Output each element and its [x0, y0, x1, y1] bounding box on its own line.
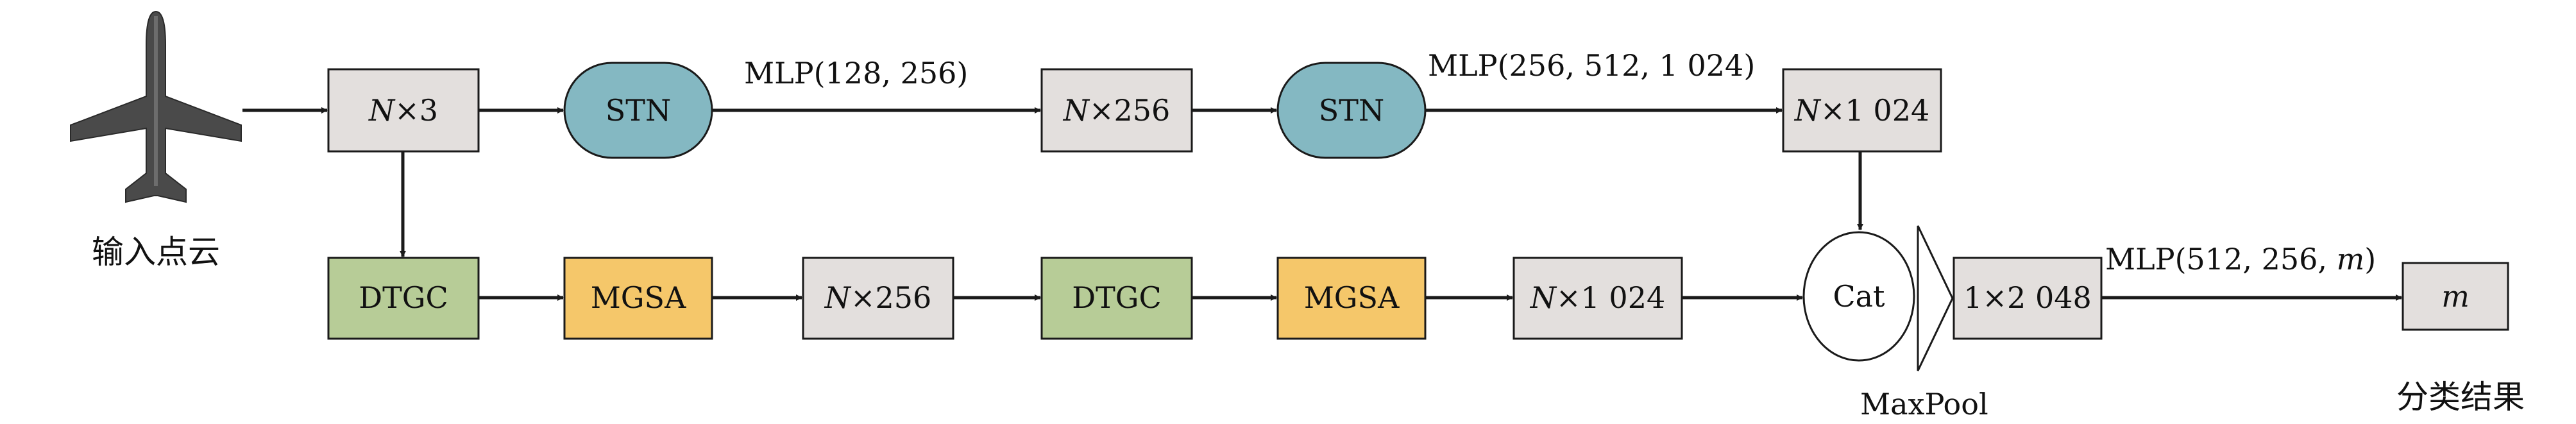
stn-module-2: STN [1276, 62, 1427, 159]
svg-text:Cat: Cat [1833, 279, 1885, 314]
svg-text:N×1 024: N×1 024 [1530, 280, 1665, 315]
svg-text:N×3: N×3 [368, 93, 438, 128]
box-n1024-top: N×1 024 [1782, 68, 1942, 153]
mlp-label-3: MLP(512, 256, m) [2105, 242, 2376, 276]
mgsa-module-2: MGSA [1276, 257, 1427, 340]
maxpool-label: MaxPool [1860, 387, 1988, 421]
box-feature-vector: 1×2 048 [1953, 257, 2103, 340]
stn-module-1: STN [563, 62, 713, 159]
mgsa-module-1: MGSA [563, 257, 713, 340]
svg-text:MGSA: MGSA [1304, 280, 1400, 315]
box-output: m [2402, 262, 2509, 331]
svg-text:m: m [2441, 279, 2470, 314]
svg-text:N×256: N×256 [824, 280, 932, 315]
svg-text:DTGC: DTGC [1072, 280, 1162, 315]
connectors [242, 107, 2402, 301]
svg-text:STN: STN [606, 93, 671, 128]
dtgc-module-1: DTGC [327, 257, 480, 340]
input-caption: 输入点云 [92, 233, 220, 271]
svg-text:N×1 024: N×1 024 [1794, 93, 1929, 128]
output-caption: 分类结果 [2396, 378, 2525, 416]
dtgc-module-2: DTGC [1040, 257, 1193, 340]
svg-text:STN: STN [1319, 93, 1384, 128]
svg-text:DTGC: DTGC [359, 280, 448, 315]
box-n256-top: N×256 [1040, 68, 1193, 153]
airplane-icon [70, 10, 242, 203]
box-n256-bottom: N×256 [802, 257, 954, 340]
svg-text:MGSA: MGSA [591, 280, 686, 315]
svg-text:N×256: N×256 [1063, 93, 1171, 128]
svg-text:1×2 048: 1×2 048 [1963, 280, 2092, 315]
maxpool-triangle [1917, 225, 1954, 371]
cat-node: Cat [1802, 231, 1915, 362]
box-n3: N×3 [327, 68, 480, 153]
mlp-label-1: MLP(128, 256) [744, 56, 968, 90]
mlp-label-2: MLP(256, 512, 1 024) [1428, 48, 1755, 83]
box-n1024-bottom: N×1 024 [1513, 257, 1683, 340]
